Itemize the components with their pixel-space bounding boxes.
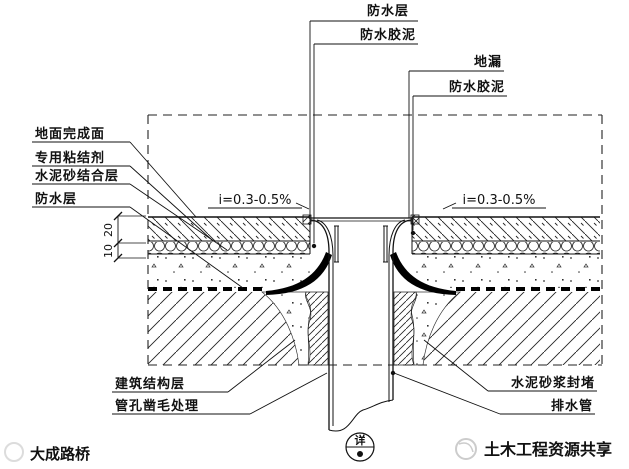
watermark-left: 大成路桥	[4, 442, 91, 463]
pipe-wall-right-outer	[392, 219, 412, 400]
membrane-turnup-right	[390, 252, 456, 295]
label-top-waterproof-mastic: 防水胶泥	[360, 27, 416, 43]
detail-char: 详	[355, 433, 366, 447]
drain-edge-post-left	[302, 214, 312, 225]
label-mortar-sealing: 水泥砂浆封堵	[511, 375, 595, 391]
structure-hatch-right	[423, 292, 600, 365]
label-waterproof-layer-left: 防水层	[35, 191, 77, 207]
bonding-layer-cells-right	[412, 242, 600, 254]
right-leaders	[408, 70, 507, 236]
leader-drain-pipe	[393, 372, 501, 415]
floor-layers-left	[148, 216, 311, 288]
label-slope-right: i=0.3-0.5%	[463, 193, 536, 208]
waterproofing-extent-box	[147, 114, 603, 366]
label-waterproof-mastic-right: 防水胶泥	[449, 79, 505, 95]
leader-dot	[390, 370, 396, 376]
pipe-break-line	[328, 399, 394, 432]
leader-cement-sand-bonding	[129, 183, 228, 251]
label-floor-drain: 地漏	[474, 54, 502, 70]
watermark-right-logo-swoosh	[458, 442, 474, 453]
label-structure-layer: 建筑结构层	[115, 376, 185, 392]
leader-adhesive	[129, 165, 213, 241]
detail-dot	[357, 451, 363, 457]
structure-layer	[148, 291, 600, 366]
drain-flange-right	[383, 225, 388, 263]
watermark-right-logo	[455, 438, 477, 460]
pipe-wall-left-outer	[310, 219, 330, 430]
slope-tick-left	[295, 202, 310, 210]
label-floor-finish: 地面完成面	[35, 126, 105, 142]
drain-flange-left	[334, 225, 339, 263]
leader-floor-finish	[129, 141, 197, 218]
membrane-turnup-left	[266, 252, 332, 295]
leader-waterproof-layer-left	[129, 206, 244, 289]
pipe-wall-right-inner	[388, 219, 406, 402]
mortar-seal-right	[393, 291, 417, 366]
floor-drain-body	[302, 214, 420, 432]
dim-10: 10	[102, 244, 115, 258]
leader-mortar-sealing	[423, 339, 489, 392]
dimension-chain: 20 10	[102, 211, 146, 263]
mortar-seal-left	[305, 291, 329, 366]
structure-hatch-left	[148, 292, 299, 365]
left-leaders	[32, 141, 244, 289]
watermark-left-logo	[4, 442, 24, 462]
watermark-right: 土木工程资源共享	[455, 438, 612, 460]
bonding-layer-cells-left	[148, 242, 310, 254]
label-drain-pipe: 排水管	[551, 398, 593, 414]
bottom-leaders	[112, 339, 597, 415]
dim-20: 20	[102, 223, 115, 237]
leader-structure-layer	[227, 339, 296, 393]
mortar-bed-speckle-left	[148, 254, 310, 288]
leader-dot	[410, 230, 416, 236]
label-adhesive: 专用粘结剂	[35, 150, 105, 166]
mortar-bed-speckle-right	[412, 254, 600, 288]
slope-tick-right	[442, 202, 457, 210]
floor-layers-right	[411, 216, 600, 288]
pipe-wall-left-inner	[316, 219, 334, 426]
label-pipe-hole-roughening: 管孔凿毛处理	[115, 398, 199, 414]
finish-layer-hatch-left	[148, 217, 310, 241]
top-leaders	[309, 20, 418, 249]
finish-layer-hatch-right	[412, 217, 600, 241]
watermark-left-text: 大成路桥	[30, 445, 91, 463]
leader-pipe-hole	[249, 372, 328, 415]
dim-ticks	[113, 211, 123, 263]
drain-edge-post-right	[410, 214, 420, 225]
detail-callout-symbol: 详	[345, 432, 375, 462]
label-slope-left: i=0.3-0.5%	[219, 193, 292, 208]
leader-dot	[311, 243, 317, 249]
waterproof-membrane	[148, 252, 600, 295]
label-top-waterproof-layer: 防水层	[367, 3, 409, 19]
label-cement-sand-bonding: 水泥砂结合层	[35, 168, 119, 184]
slope-annotations: i=0.3-0.5% i=0.3-0.5%	[208, 193, 546, 210]
watermark-right-text: 土木工程资源共享	[484, 440, 612, 459]
